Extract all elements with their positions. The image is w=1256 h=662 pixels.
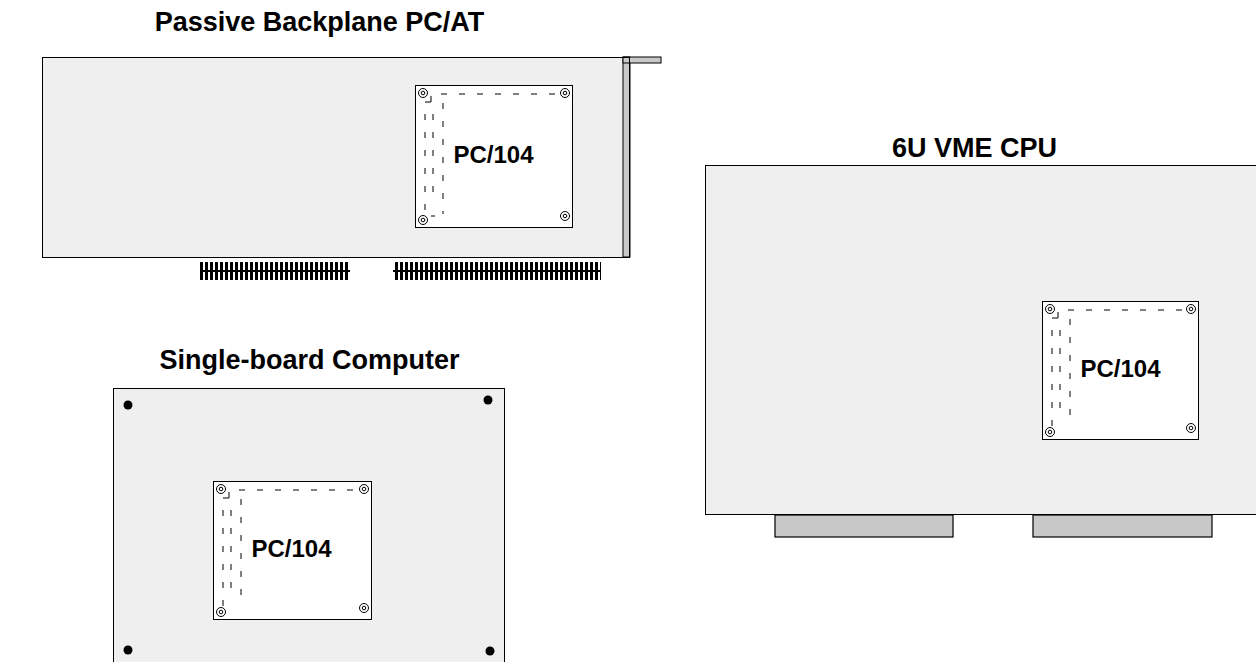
board-heading: Single-board Computer: [159, 346, 459, 376]
pc104-module: PC/104: [415, 85, 573, 228]
module-label: PC/104: [1081, 356, 1161, 382]
stack-connector: [425, 94, 557, 216]
pc104-module: PC/104: [213, 481, 372, 620]
board-outline: Single-board ComputerPC/104: [113, 388, 505, 662]
mount-hole: [1048, 430, 1052, 434]
mount-hole: [563, 214, 567, 218]
edge-fingers: [200, 262, 350, 280]
mount-hole: [1046, 428, 1055, 437]
mount-hole: [421, 91, 425, 95]
mount-hole: [561, 212, 570, 221]
vme-connector: [1033, 515, 1212, 537]
mount-hole: [360, 604, 369, 613]
stack-connector: [1052, 310, 1183, 428]
board-outline: 6U VME CPUPC/104: [705, 165, 1256, 515]
mount-hole: [1189, 307, 1193, 311]
mount-hole: [486, 647, 495, 656]
mount-hole: [421, 218, 425, 222]
mount-hole: [360, 485, 369, 494]
mount-hole: [1046, 305, 1055, 314]
board-heading: 6U VME CPU: [892, 134, 1057, 164]
mount-hole: [563, 91, 567, 95]
mount-hole: [217, 608, 226, 617]
mount-hole: [362, 487, 366, 491]
vme-connector: [775, 515, 953, 537]
mount-hole: [561, 89, 570, 98]
mount-hole: [1187, 424, 1196, 433]
mount-hole: [419, 216, 428, 225]
mount-hole: [1048, 307, 1052, 311]
module-label: PC/104: [252, 536, 332, 562]
mount-hole: [219, 610, 223, 614]
mount-hole: [362, 606, 366, 610]
mount-hole: [1189, 426, 1193, 430]
board-heading: Passive Backplane PC/AT: [155, 8, 485, 38]
mount-hole: [219, 487, 223, 491]
mount-hole: [419, 89, 428, 98]
edge-fingers: [393, 262, 601, 280]
mounting-bracket: [623, 57, 630, 257]
mount-hole: [217, 485, 226, 494]
mount-hole: [124, 646, 133, 655]
stack-connector: [223, 490, 356, 608]
mount-hole: [124, 401, 133, 410]
mount-hole: [1187, 305, 1196, 314]
board-outline: Passive Backplane PC/ATPC/104: [42, 57, 630, 258]
module-label: PC/104: [454, 142, 534, 168]
mount-hole: [484, 396, 493, 405]
pc104-module: PC/104: [1042, 301, 1199, 440]
